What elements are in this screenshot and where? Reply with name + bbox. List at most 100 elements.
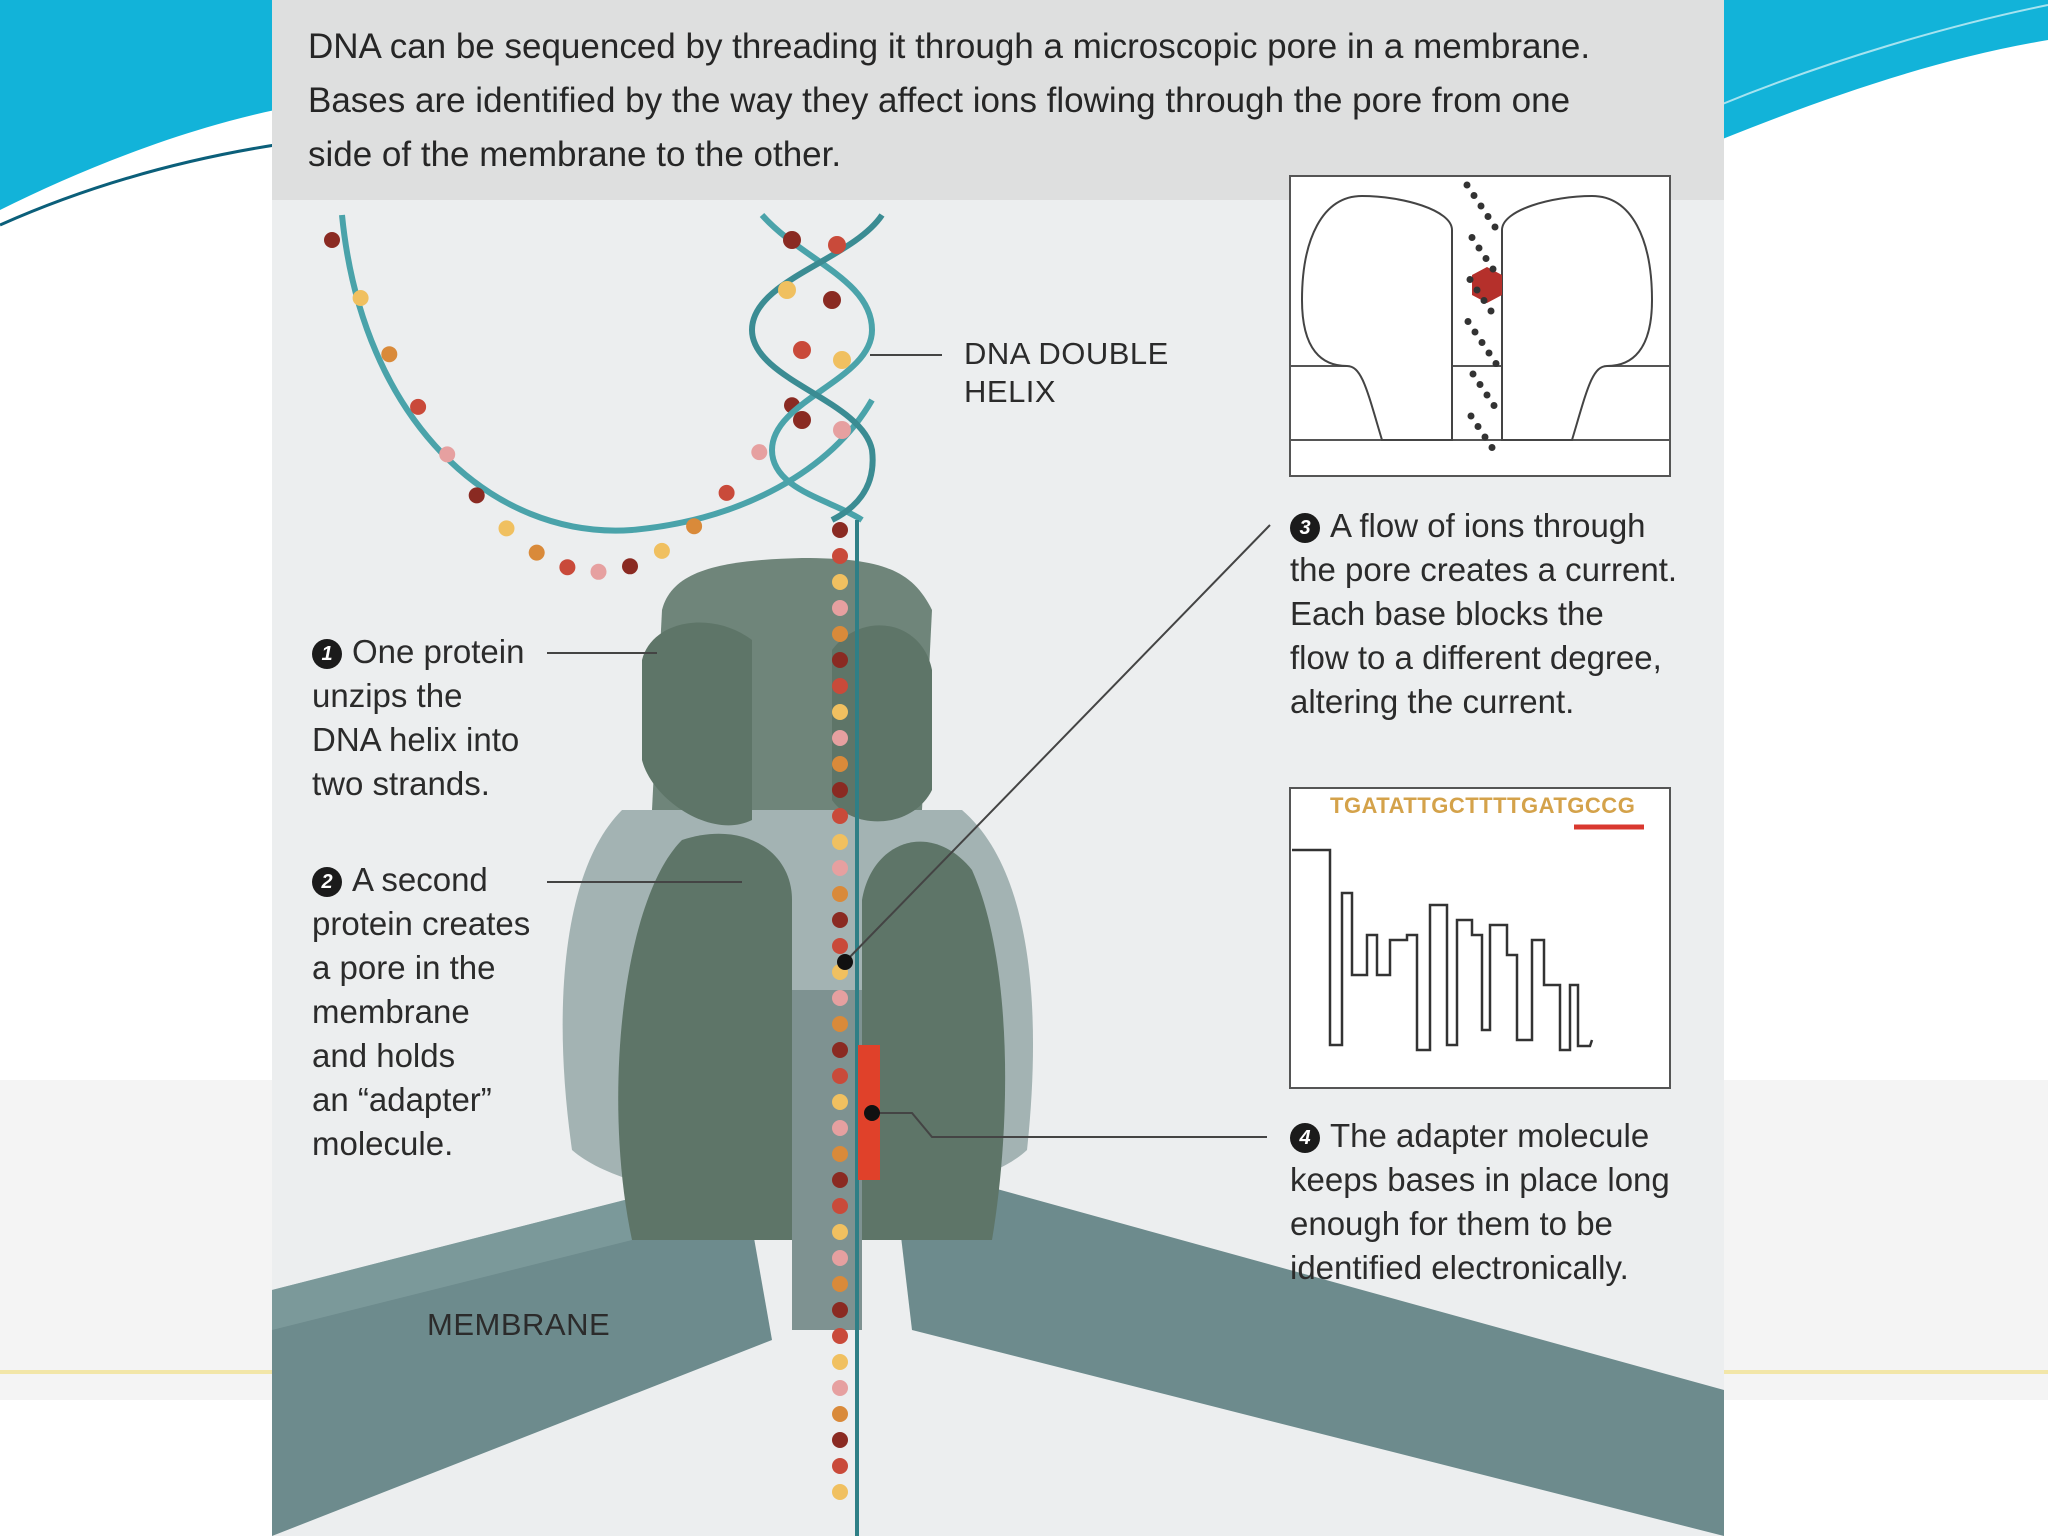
dna-base: [832, 1276, 848, 1292]
dna-base: [653, 542, 670, 559]
ion-dot: [1476, 381, 1484, 388]
dna-base: [410, 398, 427, 415]
ion-dot: [1467, 412, 1475, 420]
ion-dot: [1488, 444, 1496, 451]
step-2-number: 2: [312, 867, 342, 897]
dna-base: [686, 518, 703, 535]
inset-pore-cross-section: [1289, 175, 1671, 477]
step-2-line: protein creates: [312, 905, 531, 942]
dna-base: [622, 558, 638, 575]
pore-protein-right-lobe: [862, 841, 1006, 1240]
helix-bases: [778, 231, 851, 439]
dna-base: [352, 290, 369, 306]
step-2-line: a pore in the: [312, 949, 496, 986]
dna-base: [832, 1120, 848, 1136]
ion-dot: [1484, 213, 1492, 220]
dna-base: [832, 522, 848, 538]
caption-band: [272, 0, 1724, 200]
dna-base: [832, 782, 848, 798]
ion-dot: [1487, 307, 1495, 315]
dna-base: [381, 346, 398, 363]
step-4-line: keeps bases in place long: [1290, 1161, 1670, 1198]
ion-dot: [1466, 276, 1474, 283]
nanopore-figure: DNA can be sequenced by threading it thr…: [272, 0, 1724, 1536]
dna-base: [832, 1146, 848, 1162]
dna-double-helix-label: DNA DOUBLE HELIX: [964, 335, 1169, 411]
figure-caption: DNA can be sequenced by threading it thr…: [308, 20, 1708, 182]
caption-line: Bases are identified by the way they aff…: [308, 81, 1571, 120]
threaded-bases: [832, 522, 848, 1500]
ion-dot: [1482, 255, 1490, 262]
dna-base: [832, 704, 848, 720]
dna-base: [832, 1432, 848, 1448]
dna-base: [832, 1380, 848, 1396]
figure-illustration: [272, 0, 1724, 1536]
single-strand-arc: [339, 214, 875, 534]
dna-base: [832, 1302, 848, 1318]
top-left-swoosh-line: [0, 143, 276, 227]
dna-base: [832, 1094, 848, 1110]
ion-dot: [1470, 192, 1478, 199]
dna-base: [832, 678, 848, 694]
dna-base: [832, 1016, 848, 1032]
caption-line: DNA can be sequenced by threading it thr…: [308, 27, 1591, 66]
dna-base: [832, 1458, 848, 1474]
membrane-label: MEMBRANE: [427, 1307, 611, 1342]
ion-dot: [1485, 349, 1493, 357]
step-2-line: molecule.: [312, 1125, 454, 1162]
pore-protein-left-lobe: [618, 833, 792, 1240]
dna-base: [832, 938, 848, 954]
step-2-line: A second: [352, 861, 488, 898]
step-1-number: 1: [312, 639, 342, 669]
ion-dot: [1491, 223, 1499, 231]
dna-base: [832, 1406, 848, 1422]
dna-base: [528, 544, 545, 561]
helix-label-line: HELIX: [964, 374, 1057, 409]
dna-base: [832, 860, 848, 876]
step-4-line: enough for them to be: [1290, 1205, 1613, 1242]
dna-base: [832, 1328, 848, 1344]
step-1-line: One protein: [352, 633, 525, 670]
dna-base: [832, 1224, 848, 1240]
dna-base: [832, 652, 848, 668]
step-3-line: A flow of ions through: [1330, 507, 1646, 544]
ion-dot: [1492, 360, 1500, 367]
dna-base: [832, 808, 848, 824]
dna-base: [832, 1172, 848, 1188]
ion-dot: [1473, 286, 1481, 294]
top-left-swoosh: [0, 0, 275, 210]
dna-base: [832, 1198, 848, 1214]
dna-base: [832, 1042, 848, 1058]
bottom-left-band: [0, 1080, 275, 1400]
step-3-line: altering the current.: [1290, 683, 1575, 720]
dna-base: [832, 600, 848, 616]
ion-dot: [1469, 370, 1477, 378]
ion-dot: [1489, 265, 1497, 273]
dna-base: [832, 756, 848, 772]
ion-dot: [1468, 234, 1476, 241]
helix-label-line: DNA DOUBLE: [964, 336, 1169, 371]
dna-base: [832, 990, 848, 1006]
caption-line: side of the membrane to the other.: [308, 135, 842, 174]
step-3-line: flow to a different degree,: [1290, 639, 1662, 676]
dna-base: [559, 559, 576, 576]
step-3-line: Each base blocks the: [1290, 595, 1604, 632]
step-2-line: membrane: [312, 993, 470, 1030]
ion-dot: [1463, 181, 1471, 189]
ion-dot: [1481, 433, 1489, 441]
ion-dot: [1483, 391, 1491, 399]
single-strand-bases: [324, 232, 800, 580]
dna-base: [832, 574, 848, 590]
dna-base: [832, 912, 848, 928]
step-1-line: DNA helix into: [312, 721, 520, 758]
ion-dot: [1480, 297, 1488, 304]
step-3-number: 3: [1290, 513, 1320, 543]
ion-dot: [1490, 402, 1498, 409]
unzip-protein-left: [642, 622, 752, 826]
dna-base: [832, 834, 848, 850]
dna-base: [832, 548, 848, 564]
dna-base: [324, 232, 340, 248]
